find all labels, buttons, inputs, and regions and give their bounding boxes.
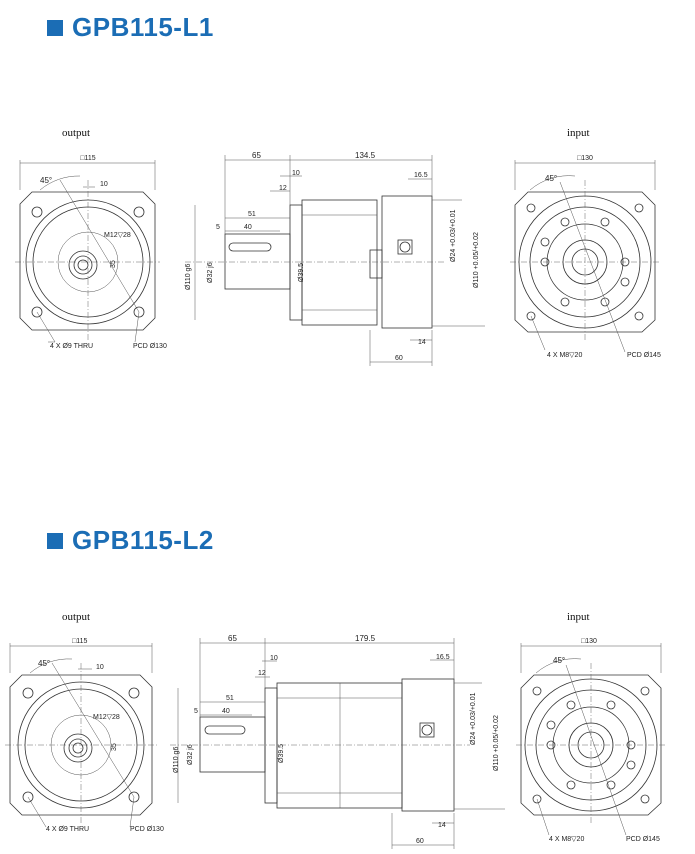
side-bore: Ø24 +0.03/+0.01	[450, 209, 457, 262]
side-bore: Ø24 +0.03/+0.01	[470, 692, 477, 745]
side-total: 134.5	[355, 151, 376, 160]
back-holes: 4 X M8▽20	[549, 836, 584, 843]
gearbox-section-l1: GPB115-L1 output input □115 45° 10 M12▽2…	[15, 12, 661, 366]
side-d40: 40	[244, 224, 252, 231]
back-angle: 45°	[545, 174, 557, 183]
front-pcd: PCD Ø130	[133, 343, 167, 350]
side-d395: Ø39.5	[278, 744, 285, 763]
side-spigot: Ø110 +0.05/+0.02	[473, 232, 480, 288]
side-d12: 12	[258, 670, 266, 677]
section-title: GPB115-L1	[47, 12, 214, 43]
side-view: 65 179.5 10 12 51 5 40 16.5 Ø110 g6 Ø32 …	[170, 634, 505, 849]
back-holes: 4 X M8▽20	[547, 352, 582, 359]
side-pilot: Ø110 g6	[185, 264, 192, 290]
front-holes: 4 X Ø9 THRU	[46, 826, 89, 833]
side-total: 179.5	[355, 634, 376, 643]
side-d51: 51	[226, 695, 234, 702]
front-tap: M12▽28	[93, 714, 120, 721]
input-label: input	[567, 127, 590, 139]
back-angle: 45°	[553, 656, 565, 665]
back-square-dim: □130	[577, 155, 593, 162]
back-pcd: PCD Ø145	[626, 836, 660, 843]
front-view: □115 45° 10 M12▽28 35 4 X Ø9 THRU PCD Ø1…	[5, 638, 164, 833]
front-center: 35	[110, 260, 117, 268]
side-d10: 10	[270, 655, 278, 662]
side-d40: 40	[222, 708, 230, 715]
side-d14: 14	[438, 822, 446, 829]
side-d65: 65	[228, 634, 237, 643]
title-square-icon	[47, 19, 63, 36]
output-label: output	[62, 611, 91, 623]
side-spigot: Ø110 +0.05/+0.02	[493, 715, 500, 771]
front-angle: 45°	[38, 659, 50, 668]
front-square-dim: □115	[80, 155, 95, 162]
back-view: □130 45° 4 X M8▽20 PCD Ø145	[510, 155, 661, 359]
side-d165: 16.5	[436, 654, 450, 661]
front-pcd: PCD Ø130	[130, 826, 164, 833]
front-tap: M12▽28	[104, 232, 131, 239]
side-d12: 12	[279, 185, 287, 192]
title-square-icon	[47, 532, 63, 549]
side-d14: 14	[418, 339, 426, 346]
front-center: 35	[111, 743, 118, 751]
input-label: input	[567, 611, 590, 623]
side-d10: 10	[292, 170, 300, 177]
section-title: GPB115-L2	[47, 525, 214, 556]
side-d395: Ø39.5	[298, 263, 305, 282]
front-holes: 4 X Ø9 THRU	[50, 343, 93, 350]
technical-drawing-l1: □115 45° 10 M12▽28 35 4 X Ø9 THRU PCD Ø1…	[15, 151, 661, 366]
side-d60: 60	[395, 355, 403, 362]
back-square-dim: □130	[581, 638, 597, 645]
side-d65: 65	[252, 151, 261, 160]
technical-drawing-l2: □115 45° 10 M12▽28 35 4 X Ø9 THRU PCD Ø1…	[5, 634, 666, 849]
front-key-offset: 10	[96, 664, 104, 671]
side-d5: 5	[216, 224, 220, 231]
output-label: output	[62, 127, 91, 139]
side-pilot: Ø110 g6	[173, 747, 180, 773]
back-pcd: PCD Ø145	[627, 352, 661, 359]
side-shaft: Ø32 j6	[187, 744, 194, 765]
section-title-text: GPB115-L2	[72, 525, 214, 555]
section-title-text: GPB115-L1	[72, 12, 214, 42]
front-square-dim: □115	[72, 638, 87, 645]
side-d60: 60	[416, 838, 424, 845]
side-view: 65 134.5 10 12 51 5 40 16.5 Ø110 g6 Ø32 …	[185, 151, 485, 366]
front-angle: 45°	[40, 176, 52, 185]
side-d51: 51	[248, 211, 256, 218]
side-shaft: Ø32 j6	[207, 262, 214, 283]
front-view: □115 45° 10 M12▽28 35 4 X Ø9 THRU PCD Ø1…	[15, 155, 167, 350]
gearbox-section-l2: GPB115-L2 output input □115 45° 10 M12▽2…	[0, 427, 695, 854]
front-key-offset: 10	[100, 181, 108, 188]
side-d5: 5	[194, 708, 198, 715]
back-view: □130 45° 4 X M8▽20 PCD Ø145	[516, 638, 666, 843]
side-d165: 16.5	[414, 172, 428, 179]
